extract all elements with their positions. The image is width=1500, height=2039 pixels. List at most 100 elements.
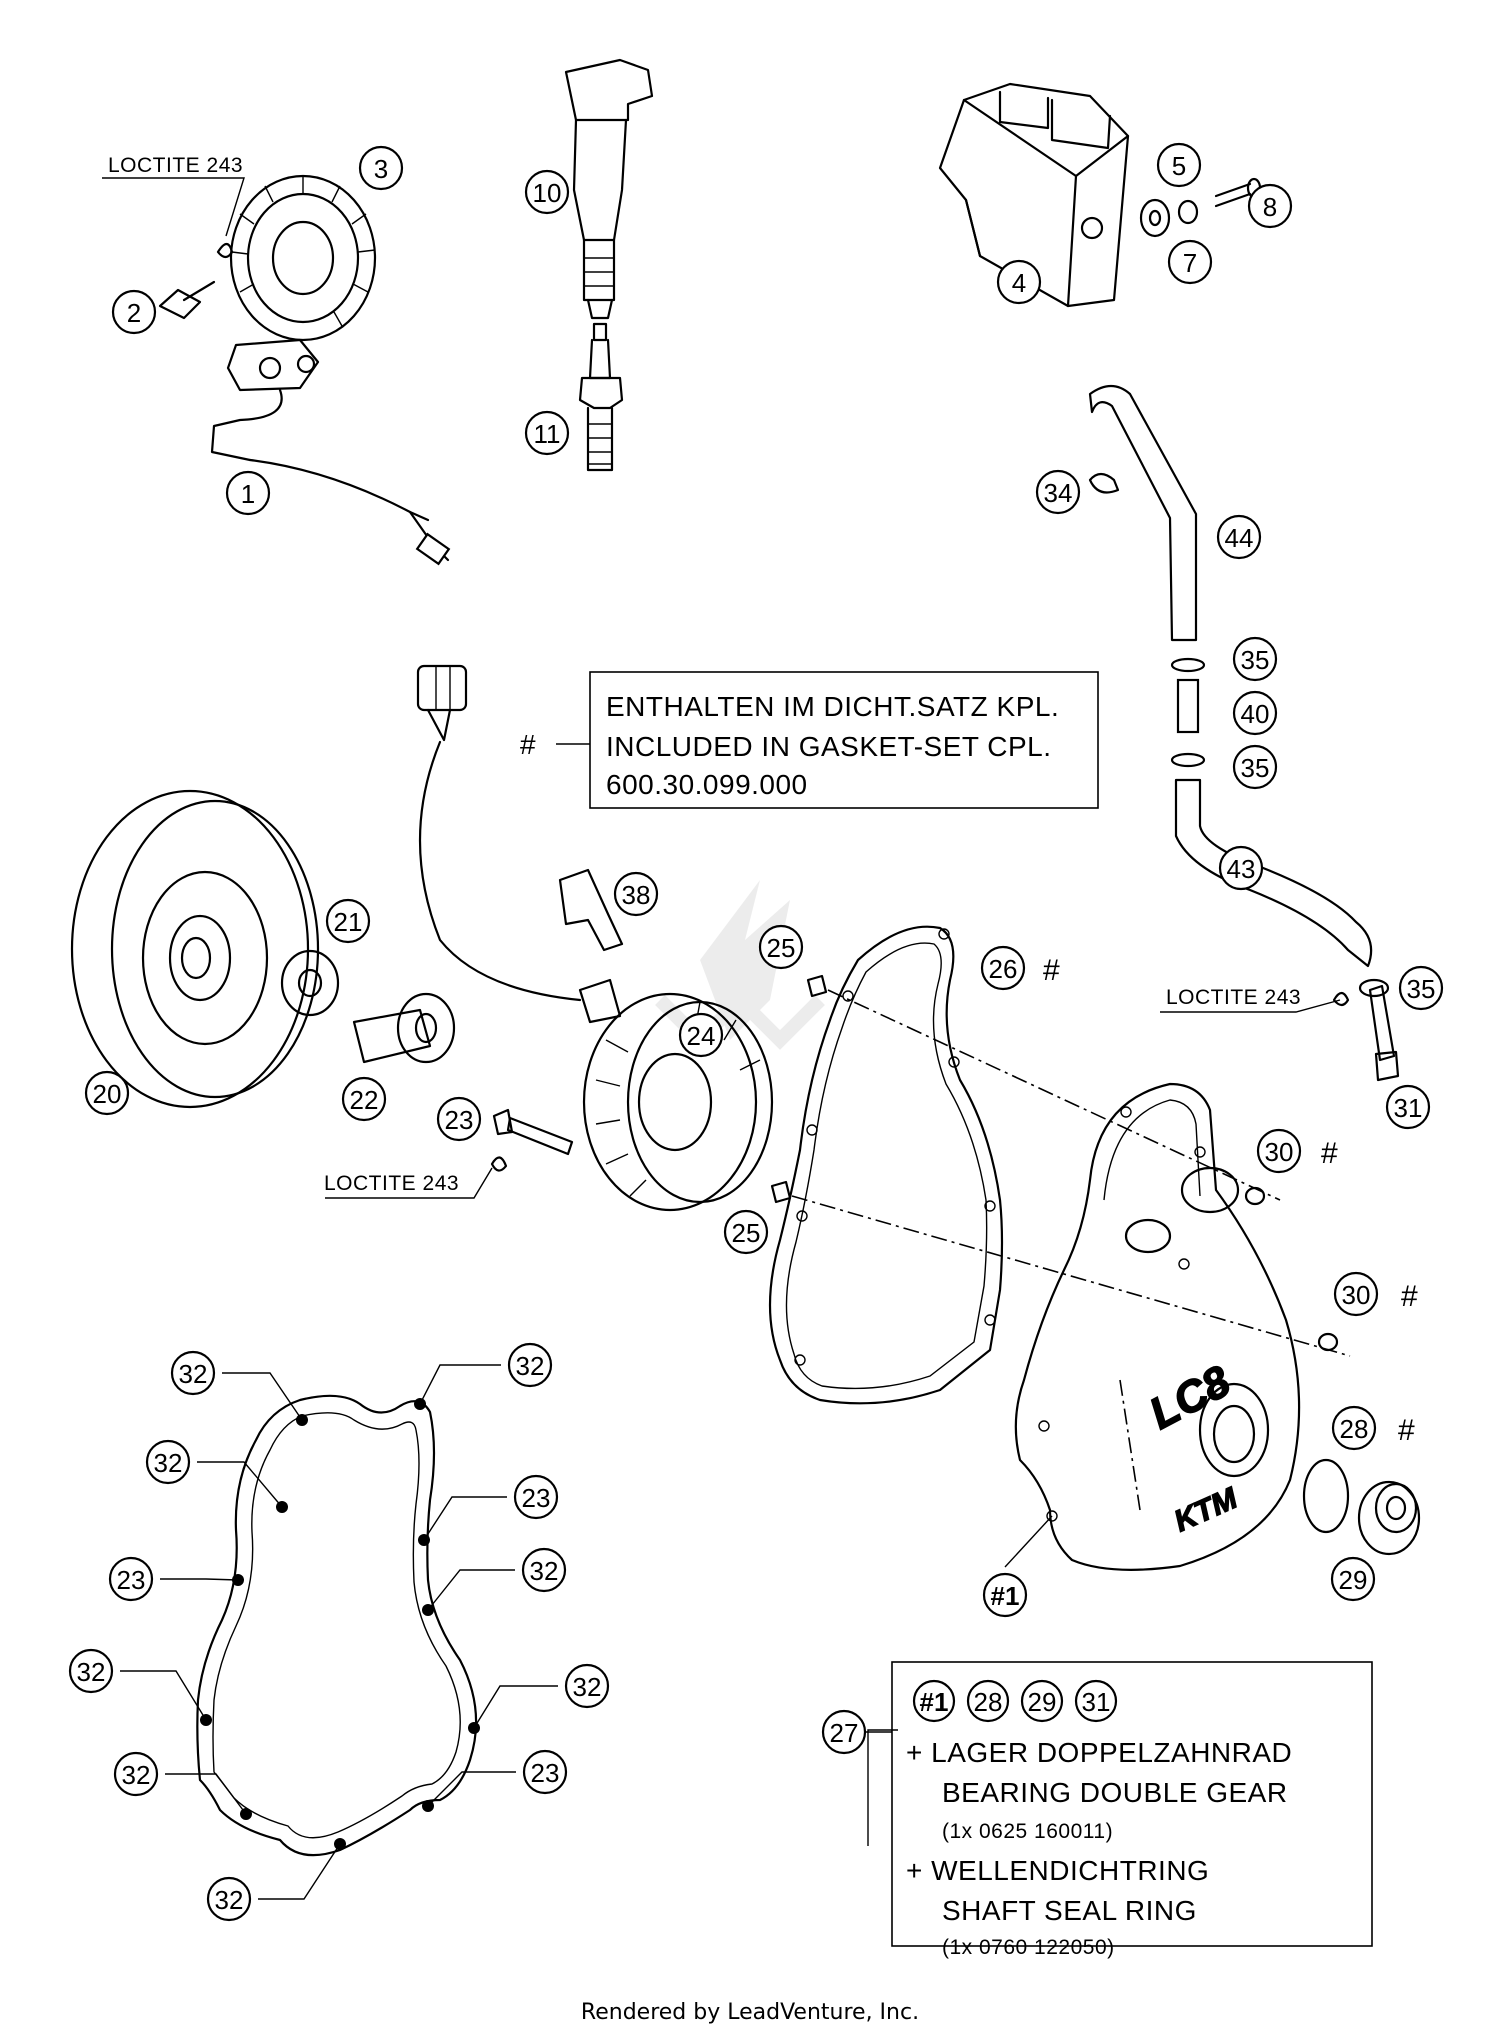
mounting-grommet-parts <box>1139 177 1262 238</box>
svg-text:4: 4 <box>1012 268 1026 298</box>
plug-part-31 <box>1332 984 1400 1082</box>
svg-text:22: 22 <box>350 1085 379 1115</box>
kit-part-callout-31: 31 <box>1074 1679 1118 1723</box>
svg-text:LC8: LC8 <box>1142 1356 1239 1439</box>
callout-32: 32 <box>170 1350 216 1396</box>
svg-text:32: 32 <box>77 1657 106 1687</box>
gasket-set-marks: #### <box>1043 954 1418 1447</box>
svg-text:32: 32 <box>122 1760 151 1790</box>
callout-43: 43 <box>1218 845 1264 891</box>
gasket-set-note: # ENTHALTEN IM DICHT.SATZ KPL. INCLUDED … <box>520 671 1099 809</box>
callout-7: 7 <box>1167 239 1213 285</box>
gasket-note-line2: INCLUDED IN GASKET-SET CPL. <box>606 731 1052 762</box>
kit-part-callout-29: 29 <box>1020 1679 1064 1723</box>
svg-text:35: 35 <box>1241 645 1270 675</box>
washer-and-bolt-parts <box>280 949 456 1064</box>
svg-text:38: 38 <box>622 880 651 910</box>
kit-note-line6: (1x 0760 122050) <box>942 1936 1115 1959</box>
callout-26: 26 <box>980 945 1026 991</box>
svg-text:31: 31 <box>1394 1093 1423 1123</box>
gasket-set-hash-mark: # <box>1401 1280 1418 1313</box>
kit-note-line1: + LAGER DOPPELZAHNRAD <box>906 1737 1292 1768</box>
svg-text:20: 20 <box>93 1079 122 1109</box>
callout-23: 23 <box>108 1556 154 1602</box>
svg-text:24: 24 <box>687 1021 716 1051</box>
o-ring-and-plug-parts <box>1302 1458 1421 1556</box>
svg-text:43: 43 <box>1227 854 1256 884</box>
svg-text:7: 7 <box>1183 248 1197 278</box>
svg-text:21: 21 <box>334 907 363 937</box>
svg-text:8: 8 <box>1263 192 1277 222</box>
cover-gasket-part <box>768 925 1004 1405</box>
svg-text:32: 32 <box>179 1359 208 1389</box>
callout-44: 44 <box>1216 514 1262 560</box>
cable-grommet-part <box>558 868 624 952</box>
svg-text:27: 27 <box>830 1718 859 1748</box>
callout-32: 32 <box>521 1547 567 1593</box>
svg-text:#1: #1 <box>920 1687 949 1717</box>
svg-text:40: 40 <box>1241 699 1270 729</box>
gasket-set-hash-mark: # <box>1321 1137 1338 1170</box>
flywheel-part <box>70 789 320 1109</box>
alignment-centerlines <box>791 989 1351 1511</box>
svg-text:10: 10 <box>533 178 562 208</box>
loctite-label-top: LOCTITE 243 <box>108 154 243 177</box>
svg-text:28: 28 <box>1340 1414 1369 1444</box>
svg-text:23: 23 <box>445 1105 474 1135</box>
callout-22: 22 <box>341 1076 387 1122</box>
spark-plug-part <box>578 322 624 472</box>
callout-27: 27 <box>821 1709 867 1755</box>
svg-text:32: 32 <box>154 1448 183 1478</box>
svg-text:3: 3 <box>374 154 388 184</box>
callout-35: 35 <box>1232 744 1278 790</box>
loctite-label-right: LOCTITE 243 <box>1166 986 1301 1009</box>
callout-28: 28 <box>1331 1405 1377 1451</box>
callout-32: 32 <box>145 1439 191 1485</box>
svg-text:2: 2 <box>127 298 141 328</box>
leader-lines <box>102 177 1341 1900</box>
svg-text:25: 25 <box>732 1218 761 1248</box>
callout-32: 32 <box>113 1751 159 1797</box>
callout-23: 23 <box>436 1096 482 1142</box>
svg-text:28: 28 <box>974 1687 1003 1717</box>
svg-text:30: 30 <box>1265 1137 1294 1167</box>
stator-bolt-part <box>490 1108 574 1172</box>
callout-32: 32 <box>507 1342 553 1388</box>
ignition-cover-part: LC8 KTM <box>1014 1082 1301 1571</box>
svg-text:KTM: KTM <box>1169 1481 1243 1538</box>
callout-25: 25 <box>758 924 804 970</box>
callout-40: 40 <box>1232 690 1278 736</box>
svg-text:11: 11 <box>534 419 561 449</box>
callout-32: 32 <box>68 1648 114 1694</box>
kit-part-callout-hash1: #1 <box>912 1679 956 1723</box>
callout-35: 35 <box>1398 965 1444 1011</box>
callout-30: 30 <box>1333 1271 1379 1317</box>
callout-20: 20 <box>84 1070 130 1116</box>
callout-8: 8 <box>1247 183 1293 229</box>
svg-text:23: 23 <box>117 1565 146 1595</box>
svg-text:34: 34 <box>1044 478 1073 508</box>
callout-34: 34 <box>1035 469 1081 515</box>
svg-text:23: 23 <box>522 1483 551 1513</box>
svg-text:30: 30 <box>1342 1280 1371 1310</box>
ignition-control-unit-part <box>938 82 1130 308</box>
callout-2: 2 <box>111 289 157 335</box>
kit-note-line5: SHAFT SEAL RING <box>942 1895 1197 1926</box>
bolt-part-2 <box>158 242 234 320</box>
svg-text:32: 32 <box>573 1672 602 1702</box>
loctite-label-stator: LOCTITE 243 <box>324 1172 459 1195</box>
callout-hash1: #1 <box>982 1572 1028 1618</box>
svg-text:25: 25 <box>767 933 796 963</box>
sealing-washer-parts <box>1244 1186 1339 1352</box>
callout-25: 25 <box>723 1209 769 1255</box>
svg-text:5: 5 <box>1172 151 1186 181</box>
svg-text:#1: #1 <box>991 1581 1020 1611</box>
footer-credit: Rendered by LeadVenture, Inc. <box>580 2000 920 2025</box>
svg-text:35: 35 <box>1241 753 1270 783</box>
callout-10: 10 <box>524 169 570 215</box>
gasket-set-hash-mark: # <box>1043 954 1060 987</box>
callout-30: 30 <box>1256 1128 1302 1174</box>
